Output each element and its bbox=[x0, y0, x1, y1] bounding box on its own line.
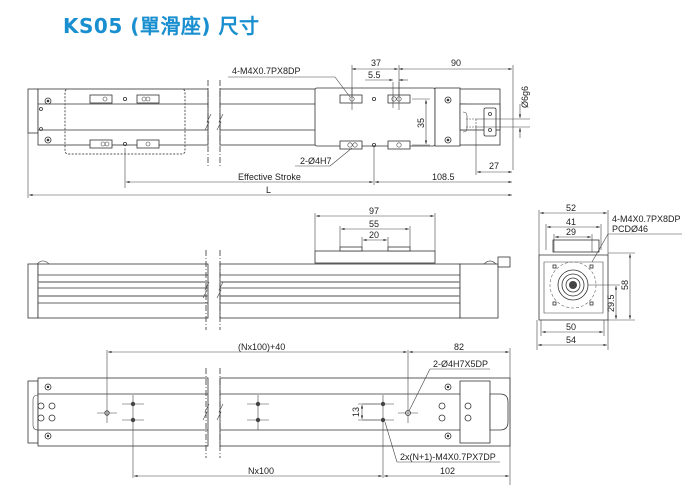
dim-13: 13 bbox=[351, 407, 361, 417]
dim-shaft-diameter: Ø6g6 bbox=[520, 86, 530, 108]
side-view: 97 55 20 bbox=[27, 206, 511, 330]
dim-82: 82 bbox=[454, 342, 464, 352]
dim-58: 58 bbox=[620, 280, 630, 290]
bottom-view: (Nx100)+40 82 2-Ø4H7X5DP 13 2x(N+1)-M4X0… bbox=[27, 342, 511, 485]
dim-50: 50 bbox=[566, 322, 576, 332]
callout-pin-holes: 2-Ø4H7 bbox=[300, 156, 332, 166]
end-callout-line1: 4-M4X0.7PX8DP bbox=[612, 214, 681, 224]
label-effective-stroke: Effective Stroke bbox=[238, 172, 301, 182]
dim-55: 55 bbox=[369, 219, 379, 229]
callout-tapped-holes-bottom: 2x(N+1)-M4X0.7PX7DP bbox=[400, 452, 496, 462]
page-title: KS05 (單滑座) 尺寸 bbox=[63, 14, 260, 38]
dim-54: 54 bbox=[566, 335, 576, 345]
dim-41: 41 bbox=[566, 217, 576, 227]
top-view: 37 90 5.5 4-M4X0.7PX8DP 35 Ø6g6 27 2-Ø4H… bbox=[27, 58, 530, 198]
dim-nx100: Nx100 bbox=[248, 466, 274, 476]
dim-29: 29 bbox=[566, 227, 576, 237]
dim-20: 20 bbox=[369, 230, 379, 240]
dim-97: 97 bbox=[369, 206, 379, 216]
end-view: 52 41 29 4-M4X0.7PX8DP PCDØ46 58 29.5 50… bbox=[536, 203, 682, 350]
end-callout-line2: PCDØ46 bbox=[612, 224, 648, 234]
dim-37: 37 bbox=[371, 58, 381, 68]
dim-5-5: 5.5 bbox=[368, 70, 381, 80]
dim-108-5: 108.5 bbox=[432, 172, 455, 182]
dim-27: 27 bbox=[489, 161, 499, 171]
dim-35: 35 bbox=[416, 118, 426, 128]
callout-pin-depth: 2-Ø4H7X5DP bbox=[433, 359, 488, 369]
side-carriage bbox=[314, 250, 436, 264]
dim-29-5: 29.5 bbox=[606, 294, 616, 312]
callout-tapped-holes: 4-M4X0.7PX8DP bbox=[232, 66, 301, 76]
dim-52: 52 bbox=[566, 203, 576, 213]
dim-90: 90 bbox=[451, 58, 461, 68]
main-carriage bbox=[314, 87, 436, 147]
rail-left-segment bbox=[37, 88, 209, 146]
label-length: L bbox=[266, 185, 271, 195]
motor-flange bbox=[483, 107, 497, 137]
dim-nx100-plus-40: (Nx100)+40 bbox=[238, 342, 285, 352]
dim-102: 102 bbox=[440, 466, 455, 476]
left-end-plate bbox=[27, 88, 39, 134]
